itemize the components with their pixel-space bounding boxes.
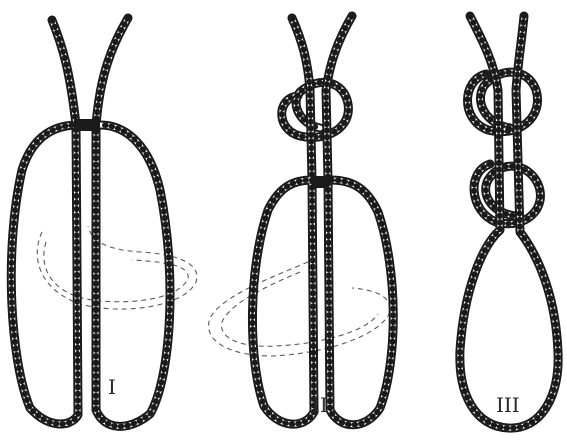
figure-3-lower-knot	[474, 164, 540, 224]
figure-3-numeral: III	[496, 393, 520, 417]
figure-1-rope	[11, 18, 170, 426]
figure-1-numeral: I	[108, 375, 116, 399]
figure-3: III	[460, 16, 558, 428]
figure-2: II	[209, 16, 394, 425]
figure-2-dashed-loop	[209, 262, 390, 356]
figure-1-seizing	[74, 119, 100, 131]
figure-2-numeral: II	[312, 393, 328, 417]
figure-1: I	[11, 18, 197, 426]
figure-2-seizing	[312, 176, 328, 188]
figure-2-rope	[252, 16, 393, 425]
